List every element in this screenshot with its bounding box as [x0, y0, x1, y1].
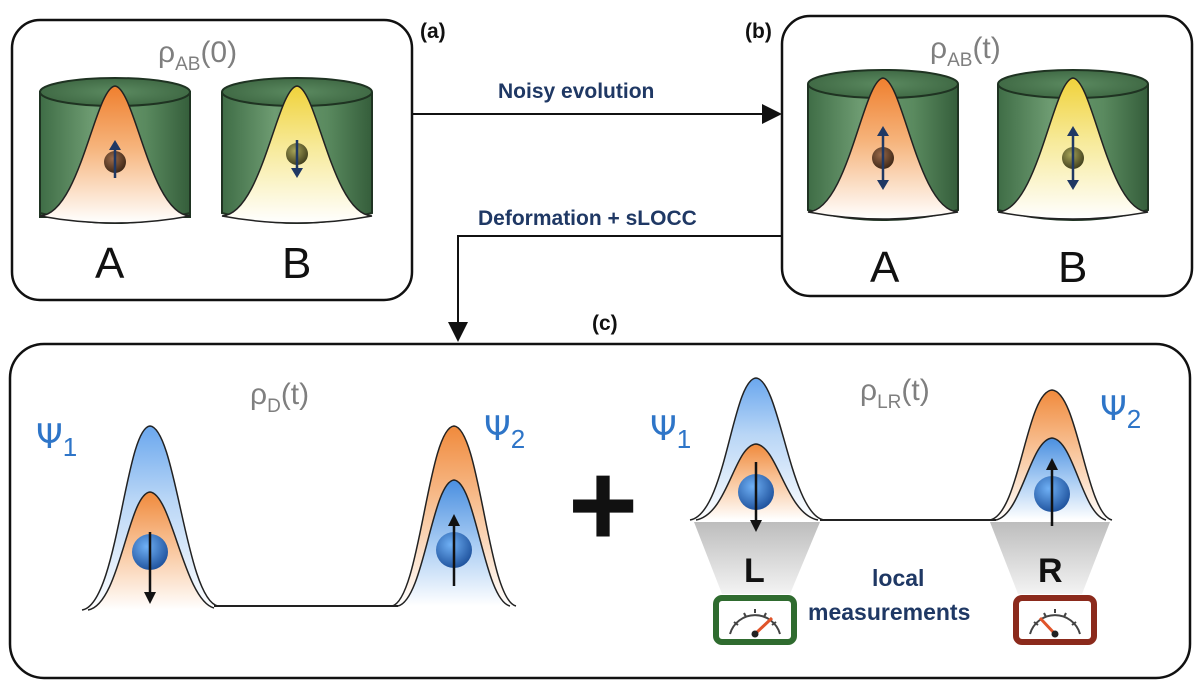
panel-b-label: (b) — [745, 20, 772, 43]
plus-sign: + — [568, 438, 638, 572]
rho-d-label: ρD(t) — [250, 378, 309, 417]
label-b-left: B — [282, 239, 311, 288]
psi1-left: Ψ1 — [36, 417, 77, 462]
measurements-label: measurements — [808, 599, 970, 625]
measurement-l-label: L — [744, 552, 765, 590]
panel-c-label: (c) — [592, 312, 618, 335]
cylinder-a-left — [39, 77, 191, 224]
label-a-left: A — [95, 239, 125, 288]
panel-a-label: (a) — [420, 20, 446, 43]
panel-b: (b) ρAB(t) A B — [745, 14, 1194, 298]
panel-a: (a) ρAB(0) A B — [10, 18, 446, 302]
arrow-noisy-evolution: Noisy evolution — [412, 80, 782, 124]
measurement-funnel-right — [990, 522, 1110, 594]
measurement-funnel-left — [694, 522, 820, 594]
psi1-right: Ψ1 — [650, 409, 691, 454]
rho-lr-label: ρLR(t) — [860, 374, 930, 413]
measurement-r-label: R — [1038, 552, 1063, 590]
arrow-deformation: Deformation + sLOCC — [448, 207, 782, 342]
psi2-left: Ψ2 — [484, 409, 525, 454]
panel-c: (c) ρD(t) Ψ1 Ψ2 + ρLR(t) Ψ1 — [8, 312, 1192, 680]
double-well-right: ρLR(t) Ψ1 Ψ2 L R — [650, 374, 1141, 645]
cylinder-b-left — [221, 77, 373, 224]
noisy-evolution-label: Noisy evolution — [498, 80, 654, 103]
cylinder-b-right — [997, 69, 1149, 221]
local-label: local — [872, 565, 924, 591]
deformation-label: Deformation + sLOCC — [478, 207, 697, 230]
meter-right-icon — [1013, 595, 1097, 645]
label-a-right: A — [870, 243, 900, 292]
label-b-right: B — [1058, 243, 1087, 292]
panel-a-state: ρAB(0) — [158, 36, 237, 75]
panel-c-frame — [8, 342, 1192, 680]
meter-left-icon — [713, 595, 797, 645]
cylinder-a-right — [807, 69, 959, 221]
panel-b-state: ρAB(t) — [930, 32, 1001, 71]
psi2-right: Ψ2 — [1100, 389, 1141, 434]
double-well-left: ρD(t) Ψ1 Ψ2 — [36, 378, 525, 611]
